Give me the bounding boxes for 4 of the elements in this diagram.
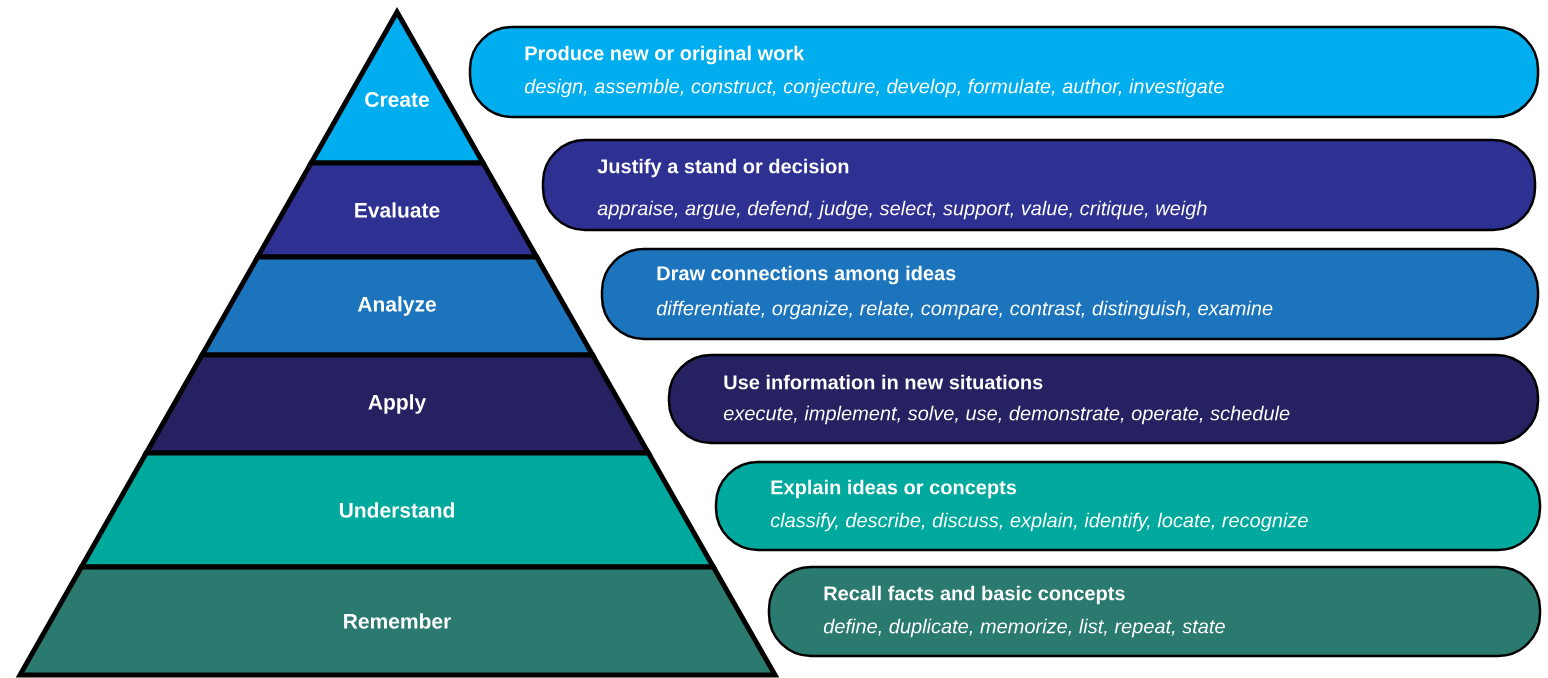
description-pill: Draw connections among ideas differentiate, organize, relate, compare, contrast, distinguish, examine [600, 247, 1540, 341]
description-pill: Explain ideas or concepts classify, describe, discuss, explain, identify, locate, recognize [714, 460, 1542, 552]
description-pill: Use information in new situations execute, implement, solve, use, demonstrate, operate, schedule [667, 353, 1540, 445]
description-pill: Recall facts and basic concepts define, duplicate, memorize, list, repeat, state [767, 565, 1542, 658]
